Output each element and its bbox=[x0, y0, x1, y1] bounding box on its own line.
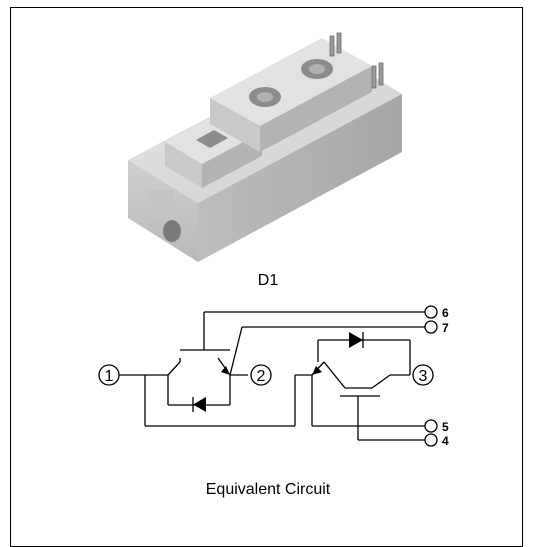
terminal-5-label: 5 bbox=[442, 420, 449, 434]
terminal-2-label: 2 bbox=[257, 368, 266, 385]
power-module-illustration bbox=[128, 32, 402, 262]
terminal-1-label: 1 bbox=[105, 368, 114, 385]
left-diode bbox=[193, 397, 206, 412]
terminal-3-label: 3 bbox=[419, 368, 428, 385]
terminal-4-circle bbox=[424, 433, 438, 447]
terminal-3-circle bbox=[412, 364, 434, 386]
mounting-hole bbox=[163, 220, 181, 242]
terminal-7-label: 7 bbox=[442, 321, 449, 335]
right-diode bbox=[349, 332, 363, 348]
terminal-2-circle bbox=[250, 364, 272, 386]
terminal-6-circle bbox=[424, 305, 438, 319]
circuit-caption: Equivalent Circuit bbox=[205, 481, 331, 498]
module-base-right-face bbox=[198, 94, 402, 262]
right-emitter-arrow bbox=[312, 366, 322, 375]
mounting-slot bbox=[148, 190, 174, 218]
terminal-block-3 bbox=[262, 38, 372, 124]
left-emitter-arrow bbox=[221, 366, 230, 375]
signal-pins bbox=[329, 32, 384, 89]
terminal-7-circle bbox=[424, 320, 438, 334]
terminal-6-label: 6 bbox=[442, 306, 449, 320]
product-label: D1 bbox=[257, 272, 279, 289]
terminal-4-label: 4 bbox=[442, 434, 449, 448]
terminal-5-circle bbox=[424, 419, 438, 433]
